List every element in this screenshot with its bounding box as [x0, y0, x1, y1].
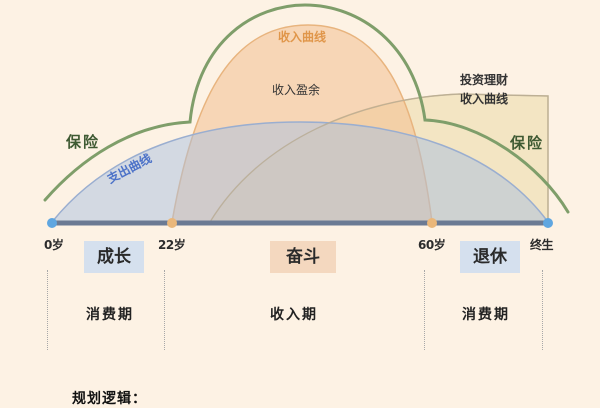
node-age-60 — [427, 218, 437, 228]
node-age-0 — [47, 218, 57, 228]
phase-box-struggle: 奋斗 — [270, 241, 336, 273]
phase-box-retirement: 退休 — [460, 241, 520, 273]
income-curve-label: 收入曲线 — [278, 30, 327, 44]
age-label-0: 0岁 — [44, 238, 64, 252]
planning-logic-title: 规划逻辑： — [72, 391, 147, 407]
insurance-label-left: 保险 — [66, 133, 101, 151]
divider-age-0 — [47, 270, 48, 350]
age-label-60: 60岁 — [418, 238, 446, 252]
period-label-consumption-late: 消费期 — [462, 307, 510, 323]
period-label-consumption-early: 消费期 — [86, 307, 134, 323]
divider-age-22 — [164, 270, 165, 350]
age-label-lifetime: 终生 — [530, 238, 554, 252]
insurance-label-right: 保险 — [510, 134, 545, 152]
divider-lifetime — [542, 270, 543, 350]
phase-box-growth: 成长 — [84, 241, 144, 273]
divider-age-60 — [424, 270, 425, 350]
insurance-curve — [43, 3, 570, 214]
expense-curve-area — [50, 121, 550, 223]
period-label-income: 收入期 — [270, 307, 318, 323]
node-age-22 — [167, 218, 177, 228]
investment-curve-label-line1: 投资理财 — [460, 73, 509, 87]
investment-income-curve-line — [209, 93, 549, 223]
income-surplus-label: 收入盈余 — [272, 83, 321, 97]
age-label-22: 22岁 — [158, 238, 186, 252]
investment-curve-label-line2: 收入曲线 — [460, 92, 509, 106]
node-lifetime — [543, 218, 553, 228]
